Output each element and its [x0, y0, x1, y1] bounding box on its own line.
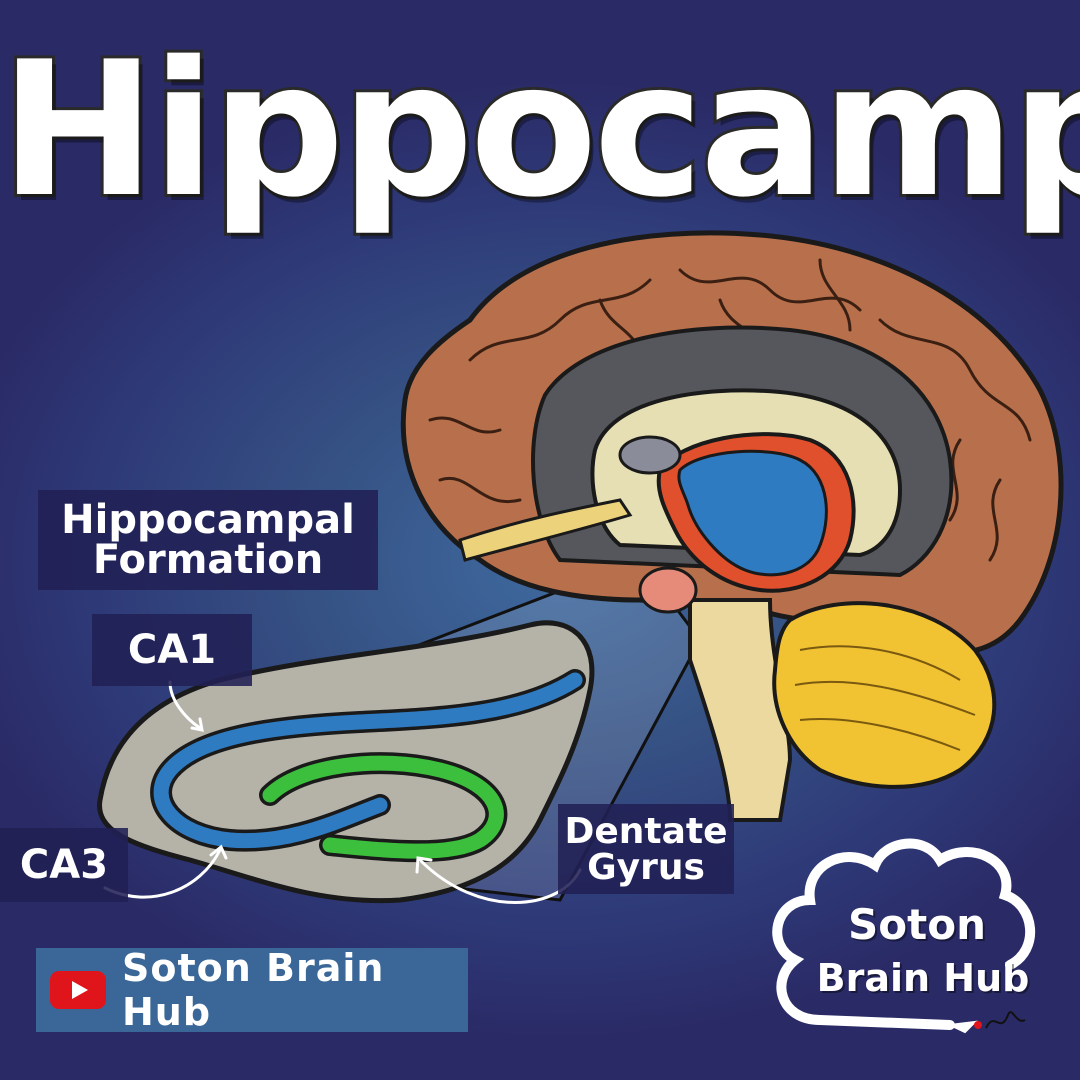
brainstem [688, 598, 793, 822]
brain-cloud-logo [772, 838, 1036, 1034]
youtube-channel-name: Soton Brain Hub [122, 946, 385, 1034]
lateral-ventricle [677, 449, 828, 577]
label-hippocampal-line2: Formation [92, 537, 324, 583]
label-dentate-line1: Dentate [564, 811, 728, 852]
youtube-play-icon [50, 971, 106, 1009]
logo-line2: Brain Hub [816, 956, 1030, 1000]
cerebellum [772, 601, 997, 789]
label-dentate-gyrus: Dentate Gyrus [558, 804, 734, 894]
label-dentate-line2: Gyrus [587, 847, 705, 888]
septum [618, 435, 682, 475]
label-hippocampal-formation: Hippocampal Formation [38, 490, 378, 590]
label-hippocampal-line1: Hippocampal [61, 497, 355, 543]
label-ca1: CA1 [92, 614, 252, 686]
page-title: Hippocampus [0, 21, 1080, 238]
logo-line1: Soton [848, 900, 986, 949]
youtube-badge[interactable]: Soton Brain Hub [36, 946, 468, 1034]
olfactory-tract [458, 498, 633, 562]
label-ca3: CA3 [0, 828, 128, 902]
cerebellum-folia [794, 645, 976, 751]
pons [638, 566, 698, 614]
